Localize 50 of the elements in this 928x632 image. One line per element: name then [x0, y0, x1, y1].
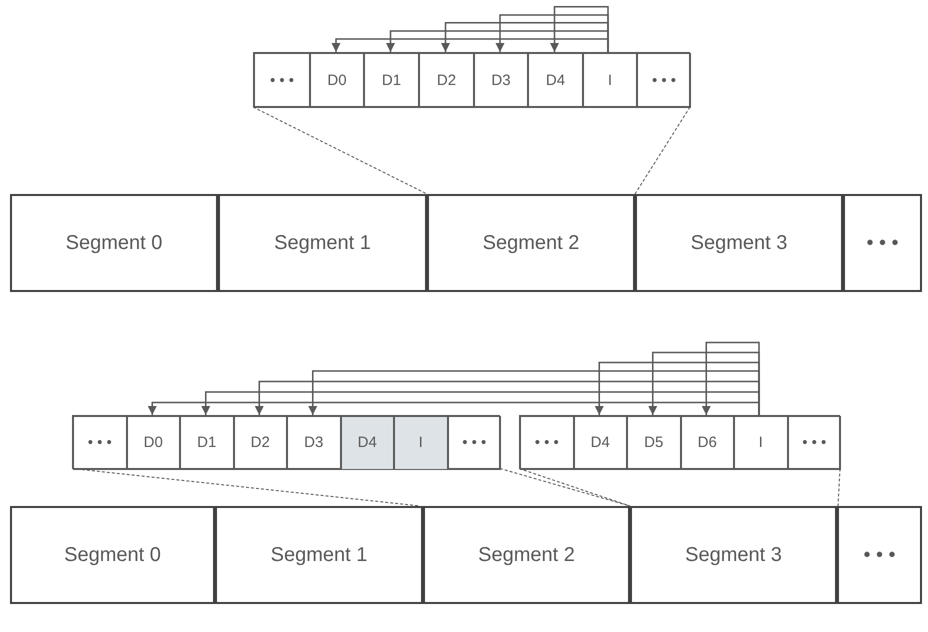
arrow	[648, 352, 760, 415]
memory-cell: • • •	[73, 416, 126, 470]
arrow	[308, 370, 760, 415]
memory-cell: D4	[528, 53, 583, 108]
segment-box: Segment 2	[427, 194, 635, 292]
memory-cell: D1	[180, 416, 234, 470]
memory-cell: I	[583, 53, 637, 108]
dashed-line	[838, 468, 840, 506]
segment-box: Segment 1	[218, 194, 427, 292]
arrow	[496, 14, 609, 52]
memory-cell: • • •	[788, 416, 841, 470]
arrow	[201, 391, 760, 415]
cell-strip	[253, 52, 690, 107]
memory-cell: D0	[126, 416, 180, 470]
arrow	[550, 6, 609, 52]
memory-cell: • • •	[254, 53, 310, 108]
arrow	[386, 30, 609, 52]
memory-cell: D6	[680, 416, 734, 470]
memory-cell: D3	[287, 416, 340, 470]
segment-box: Segment 0	[10, 194, 218, 292]
memory-cell: I	[734, 416, 788, 470]
cell-strip	[72, 415, 500, 468]
memory-cell: D4	[574, 416, 627, 470]
memory-cell: • • •	[448, 416, 501, 470]
memory-cell: D5	[627, 416, 680, 470]
memory-cell: • • •	[637, 53, 691, 108]
segment-box: Segment 1	[215, 506, 423, 604]
dashed-line	[252, 106, 428, 194]
segment-box: Segment 3	[635, 194, 843, 292]
memory-cell: D4	[340, 416, 394, 470]
arrow	[594, 362, 760, 415]
memory-cell: • • •	[520, 416, 574, 470]
memory-cell: D2	[234, 416, 287, 470]
segment-box: • • •	[843, 194, 922, 292]
segment-box: Segment 3	[630, 506, 837, 604]
segment-box: Segment 2	[423, 506, 630, 604]
arrow	[332, 38, 609, 52]
memory-cell: I	[394, 416, 448, 470]
dashed-line	[634, 106, 690, 194]
arrow	[441, 22, 609, 52]
memory-cell: D3	[474, 53, 528, 108]
arrow	[702, 342, 760, 415]
memory-cell: D2	[419, 53, 474, 108]
cell-strip	[519, 415, 840, 468]
arrow	[254, 380, 760, 415]
segment-box: Segment 0	[10, 506, 215, 604]
memory-cell: D1	[364, 53, 419, 108]
arrow	[148, 402, 760, 415]
memory-cell: D0	[310, 53, 364, 108]
segment-box: • • •	[837, 506, 922, 604]
